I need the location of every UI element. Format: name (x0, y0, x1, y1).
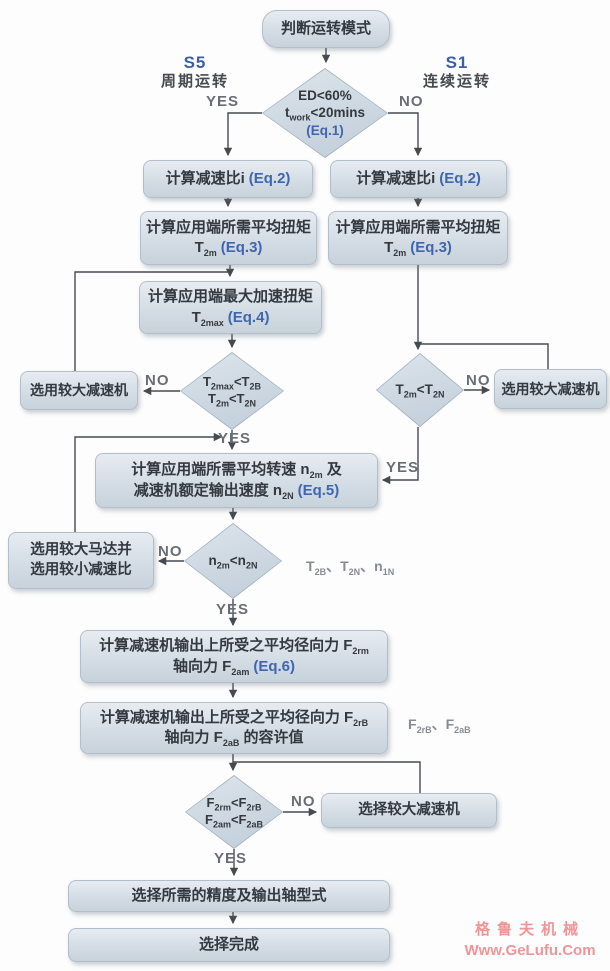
node-start: 判断运转模式 (262, 10, 390, 48)
feedback-motor-to-main (74, 432, 223, 533)
calc-torque-right-line2: T2m (Eq.3) (384, 238, 452, 258)
decision-torque-left-text: T2max<T2B T2m<T2N (180, 374, 284, 408)
decision-torque-right-text: T2m<T2N (376, 381, 464, 399)
feedback-right-reducer (418, 343, 549, 369)
decision-operation-mode: ED<60% twork<20mins (Eq.1) (262, 68, 388, 158)
decision5-line2: F2am<F2aB (204, 812, 264, 830)
calc-speed-formula: 减速机额定输出速度 n2N (133, 481, 294, 501)
decision-operation-mode-text: ED<60% twork<20mins (Eq.1) (262, 87, 388, 140)
calc-torque-right-line1: 计算应用端所需平均扭矩 (335, 218, 501, 236)
calc-max-torque-eq: (Eq.4) (227, 308, 270, 326)
branch-label-s1: S1 连续运转 (412, 52, 502, 92)
arrow-decision1-yes (223, 112, 262, 157)
node-calc-torque-right: 计算应用端所需平均扭矩 T2m (Eq.3) (328, 211, 508, 265)
decision-force-text: F2rm<F2rB F2am<F2aB (185, 795, 283, 829)
decision2-line2: T2m<T2N (207, 391, 257, 409)
node-bigger-reducer-left: 选用较大减速机 (20, 371, 138, 410)
calc-torque-right-formula: T2m (384, 239, 407, 258)
calc-force-line1: 计算减速机输出上所受之平均径向力 F2rm (99, 637, 369, 657)
watermark-url: Www.GeLufu.Com (464, 942, 596, 959)
annotation-allow-force: F2rB、F2aB (408, 716, 471, 735)
arrow-decision1-no (388, 112, 423, 157)
done-label: 选择完成 (198, 935, 259, 953)
bigger-reducer-left-label: 选用较大减速机 (30, 382, 128, 399)
decision-force: F2rm<F2rB F2am<F2aB (185, 775, 283, 849)
node-bigger-reducer-right: 选用较大减速机 (494, 369, 607, 409)
decision-torque-left: T2max<T2B T2m<T2N (180, 352, 284, 430)
node-done: 选择完成 (68, 928, 390, 962)
label-no-3: NO (466, 372, 491, 389)
node-allow-force: 计算减速机输出上所受之平均径向力 F2rB 轴向力 F2aB 的容许值 (80, 702, 388, 754)
label-yes-4: YES (216, 601, 250, 618)
allow-force-line2: 轴向力 F2aB 的容许值 (164, 729, 304, 748)
calc-ratio-left-eq: (Eq.2) (248, 169, 291, 187)
calc-torque-left-eq: (Eq.3) (220, 239, 263, 256)
bigger-reducer-right-label: 选用较大减速机 (501, 380, 600, 397)
branch-s5-name: 周期运转 (160, 73, 229, 91)
node-calc-ratio-right: 计算减速比i (Eq.2) (330, 160, 507, 198)
node-bigger-motor: 选用较大马达并 选用较小减速比 (8, 532, 154, 589)
label-no-1: NO (399, 93, 424, 110)
node-choose-bigger-reducer: 选择较大减速机 (321, 793, 497, 828)
calc-ratio-right-eq: (Eq.2) (439, 169, 481, 187)
decision5-line1: F2rm<F2rB (206, 795, 262, 813)
node-start-label: 判断运转模式 (280, 19, 371, 37)
bigger-motor-line1: 选用较大马达并 (30, 541, 132, 558)
decision3-line1: T2m<T2N (395, 382, 445, 400)
label-yes-5: YES (214, 850, 248, 867)
decision1-line2: twork<20mins (285, 105, 365, 123)
calc-force-line2: 轴向力 F2am (Eq.6) (173, 657, 295, 677)
calc-ratio-left-text: 计算减速比i (165, 169, 245, 187)
label-yes-1: YES (206, 93, 240, 110)
watermark: 格鲁夫机械 Www.GeLufu.Com (452, 919, 608, 961)
calc-max-torque-line2: T2max (Eq.4) (192, 308, 270, 328)
calc-max-torque-line1: 计算应用端最大加速扭矩 (147, 288, 313, 306)
branch-s5-code: S5 (183, 53, 207, 72)
calc-max-torque-formula: T2max (191, 308, 224, 328)
decision1-line1: ED<60% (298, 87, 352, 103)
label-yes-3: YES (386, 459, 420, 476)
branch-label-s5: S5 周期运转 (150, 52, 240, 92)
annotation-rated-values: T2B、T2N、n1N (306, 558, 395, 577)
bigger-motor-line2: 选用较小减速比 (30, 561, 132, 578)
node-calc-torque-left: 计算应用端所需平均扭矩 T2m (Eq.3) (140, 211, 317, 265)
decision-torque-right: T2m<T2N (376, 353, 464, 427)
branch-s1-code: S1 (445, 53, 469, 72)
decision1-eq: (Eq.1) (306, 122, 344, 138)
calc-ratio-left-label: 计算减速比i (Eq.2) (166, 169, 291, 189)
calc-speed-line2: 减速机额定输出速度 n2N (Eq.5) (134, 481, 340, 501)
watermark-brand: 格鲁夫机械 (474, 921, 585, 938)
decision4-line1: n2m<n2N (208, 553, 258, 571)
branch-s1-name: 连续运转 (422, 73, 491, 91)
calc-speed-line1: 计算应用端所需平均转速 n2m 及 (131, 461, 342, 481)
label-no-4: NO (158, 543, 183, 560)
feedback-choose-bigger (233, 761, 421, 793)
decision2-line1: T2max<T2B (202, 374, 262, 392)
label-no-2: NO (145, 372, 170, 389)
calc-torque-left-line1: 计算应用端所需平均扭矩 (145, 218, 311, 236)
allow-force-line1: 计算减速机输出上所受之平均径向力 F2rB (99, 708, 369, 728)
calc-torque-right-eq: (Eq.3) (410, 239, 452, 256)
node-precision: 选择所需的精度及输出轴型式 (68, 880, 390, 912)
calc-torque-left-line2: T2m (Eq.3) (195, 238, 263, 258)
calc-speed-eq: (Eq.5) (297, 481, 340, 499)
label-yes-2: YES (218, 430, 252, 447)
calc-force-formula: 轴向力 F2am (172, 657, 250, 677)
feedback-left-reducer (74, 271, 230, 371)
node-calc-force: 计算减速机输出上所受之平均径向力 F2rm 轴向力 F2am (Eq.6) (80, 630, 388, 683)
node-calc-speed: 计算应用端所需平均转速 n2m 及 减速机额定输出速度 n2N (Eq.5) (95, 453, 378, 508)
calc-ratio-right-text: 计算减速比i (356, 169, 436, 187)
choose-bigger-reducer-label: 选择较大减速机 (358, 801, 460, 818)
node-calc-max-torque: 计算应用端最大加速扭矩 T2max (Eq.4) (139, 281, 322, 334)
precision-label: 选择所需的精度及输出轴型式 (131, 886, 327, 904)
arrow-decision3-yes (381, 427, 419, 485)
node-calc-ratio-left: 计算减速比i (Eq.2) (143, 160, 313, 198)
calc-force-eq: (Eq.6) (253, 657, 296, 675)
calc-ratio-right-label: 计算减速比i (Eq.2) (356, 169, 481, 189)
label-no-5: NO (291, 793, 316, 810)
decision-speed-text: n2m<n2N (184, 552, 282, 570)
calc-torque-left-formula: T2m (194, 239, 217, 258)
decision-speed: n2m<n2N (184, 523, 282, 599)
